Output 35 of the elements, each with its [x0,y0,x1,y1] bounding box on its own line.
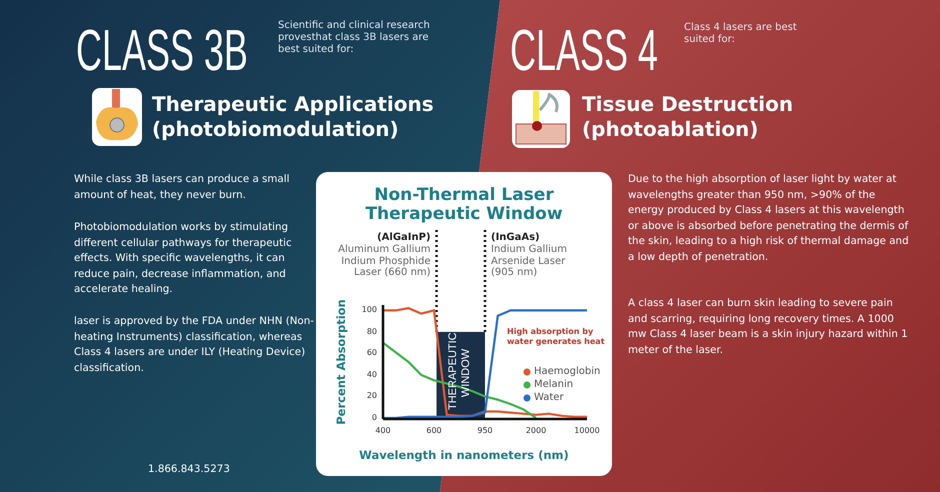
paragraph: Photobiomodulation works by stimulating different cellular pathways for therapeutic effects. With specific wavelengths, it can reduce pain, decrease inflammation, and accelerate healing. [74,220,293,297]
paragraph: While class 3B lasers can produce a small amount of heat, they never burn. [74,172,290,202]
laser-label: (AlGaInP) [376,232,431,244]
paragraph: A class 4 laser can burn skin leading to severe pain and scarring, requiring long recovery times. A 1000 mw Class 4 laser beam is a skin injury hazard within 1 meter of the laser. [628,296,909,358]
tick-label: 950 [476,426,494,435]
tick-label: 20 [366,391,377,400]
tick-label: 400 [374,426,392,435]
phone-number: 1.866.843.5273 [148,462,231,477]
tick-label: 600 [425,426,443,435]
section-heading: Therapeutic Applications (photobiomodulation) [152,92,435,142]
tick-label: 10000 [573,426,601,435]
tick-label: 40 [366,370,377,379]
window-label: THERAPEUTIC WINDOW [446,336,473,410]
legend-label: Water [534,392,565,404]
tick-label: 60 [366,348,377,358]
laser-label: (InGaAs) [491,232,541,244]
tick-label: 100 [360,305,377,314]
intro-text: Class 4 lasers are best suited for: [684,22,798,46]
paragraph: Due to the high absorption of laser light by water at wavelengths greater than 950 nm, >90% of the energy produced by Class 4 lasers at this wavelength or above is absorbed before penetrating the dermis of the skin, leading to a high risk of thermal damage and a low depth of penetration. [628,172,910,264]
paragraph: laser is approved by the FDA under NHN (Non-heating Instruments) classification, whereas Class 4 lasers are under ILY (Heating Device) classification. [74,314,314,376]
class-heading: CLASS 3B [76,22,248,80]
tick-label: 2000 [524,426,548,435]
chart-title: Non-Thermal Laser Therapeutic Window [364,186,564,224]
class-heading: CLASS 4 [510,22,658,80]
laser-label: Aluminum Gallium Indium Phosphide Laser (660 nm) [337,244,431,278]
laser-label: Indium Gallium Arsenide Laser (905 nm) [491,244,568,278]
annotation-text: High absorption by water generates heat [507,326,606,347]
tick-label: 80 [366,326,377,336]
legend-label: Melanin [534,379,574,391]
legend-label: Haemoglobin [534,366,602,378]
section-heading: Tissue Destruction (photoablation) [582,92,794,142]
axis-title: Wavelength in nanometers (nm) [358,448,570,462]
tick-label: 0 [370,413,377,422]
intro-text: Scientific and clinical research provesthat class 3B lasers are best suited for: [278,20,431,56]
axis-title: Percent Absorption [334,298,348,426]
